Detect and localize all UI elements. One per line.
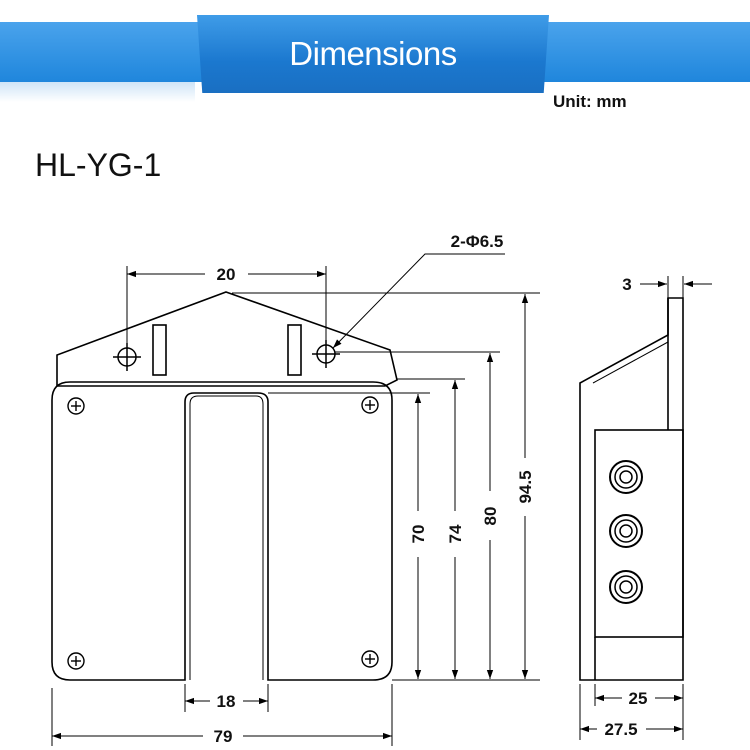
flange-post-left [152,324,167,376]
terminal-3 [609,570,643,604]
mounting-flange [56,291,398,387]
side-view [579,297,684,681]
dim-height-74: 74 [446,524,465,543]
model-name: HL-YG-1 [35,147,162,183]
screw-top-right [361,396,379,414]
dim-slot-width: 18 [217,692,236,711]
dim-hole-spec: 2-Φ6.5 [451,232,504,251]
dim-hole-spacing: 20 [217,265,236,284]
dim-depth-25: 25 [629,689,648,708]
dim-height-70: 70 [409,525,428,544]
terminal-panel [594,429,684,638]
header-banner-shadow [0,82,195,102]
unit-label: Unit: mm [553,92,627,111]
terminal-1 [609,460,643,494]
front-view [51,291,398,681]
front-body [51,381,393,681]
dim-total-width: 79 [214,727,233,746]
header-title-tab [197,15,549,93]
terminal-2 [609,514,643,548]
screw-bottom-left [67,652,85,670]
dim-height-94-5: 94.5 [516,470,535,503]
side-dimension-lines [579,276,712,740]
screw-bottom-right [361,650,379,668]
dim-height-80: 80 [481,507,500,526]
dim-tab-thickness: 3 [622,275,631,294]
dim-depth-27-5: 27.5 [604,720,637,739]
page-title: Dimensions [289,35,457,72]
screw-top-left [67,397,85,415]
dimension-lines [51,253,540,746]
flange-post-right [287,324,302,376]
